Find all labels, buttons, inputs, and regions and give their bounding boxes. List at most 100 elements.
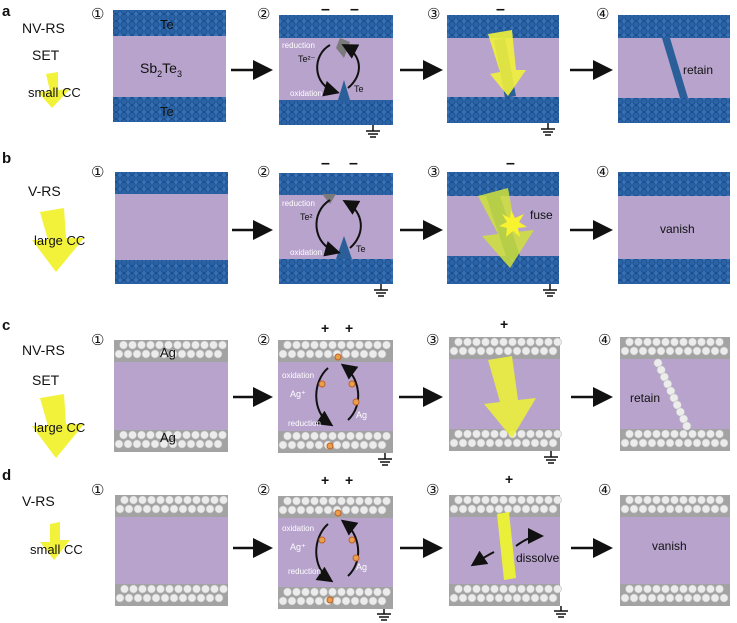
fuse-spark — [499, 210, 527, 237]
step-number-4: ④ — [598, 332, 611, 349]
charge-sign: + — [500, 316, 508, 332]
ground-symbol — [543, 284, 557, 297]
side-label-1: NV-RS — [22, 20, 65, 36]
ground-symbol — [378, 453, 392, 466]
side-label-1: NV-RS — [22, 342, 65, 358]
ag-top-electrode — [449, 495, 562, 517]
ag-top-electrode — [115, 495, 228, 517]
panel-c1: Ag Ag — [114, 340, 228, 452]
oxidation-label: oxidation — [290, 89, 322, 98]
ag-bottom-electrode — [278, 431, 393, 453]
ground-symbol — [374, 284, 388, 297]
yellow-current-arrow — [38, 72, 70, 108]
row-letter: b — [2, 150, 11, 167]
ground-symbol — [366, 125, 380, 138]
final-state-label: retain — [683, 63, 713, 77]
ag-bottom-electrode — [115, 584, 228, 606]
ag-top-electrode — [620, 495, 730, 517]
ground-symbol — [554, 606, 568, 618]
charge-sign: + — [345, 472, 353, 488]
bottom-electrode-label: Ag — [160, 430, 176, 445]
ground-symbol — [541, 123, 555, 136]
step-number-2: ② — [257, 6, 270, 23]
step-number-2: ② — [257, 332, 270, 349]
side-label-2: SET — [32, 372, 60, 388]
reaction-arrow-left — [315, 367, 334, 427]
reduction-label: reduction — [282, 199, 315, 208]
atom-label: Te — [354, 84, 364, 94]
top-electrode-label: Te — [160, 17, 174, 32]
fuse-label: fuse — [530, 208, 553, 222]
reaction-arrow-left — [315, 199, 341, 257]
dissolve-arrow-left — [470, 550, 495, 567]
panel-c3 — [449, 337, 562, 451]
depletion-region — [322, 194, 336, 204]
ion-dot — [326, 596, 334, 604]
oxidation-label: oxidation — [282, 524, 314, 533]
final-state-label: retain — [630, 391, 660, 405]
panel-b1 — [115, 172, 228, 284]
ag-bottom-electrode — [449, 429, 562, 451]
step-number-3: ③ — [427, 164, 440, 181]
charge-sign: – — [349, 155, 358, 172]
yellow-current-bar — [497, 512, 516, 580]
panel-c4: retain — [620, 337, 730, 451]
charge-sign: – — [506, 155, 515, 172]
reduction-label: reduction — [288, 567, 321, 576]
step-number-3: ③ — [427, 6, 440, 23]
yellow-current-arrow — [32, 394, 84, 458]
panel-b4: vanish — [618, 172, 730, 284]
filament-seed — [338, 80, 350, 100]
yellow-current-arrow — [478, 188, 534, 268]
charge-sign: – — [496, 1, 505, 18]
cc-label: small CC — [28, 85, 81, 100]
ion-dot — [334, 509, 342, 517]
charge-sign: – — [350, 1, 359, 18]
reaction-arrow-right — [341, 44, 360, 89]
step-number-4: ④ — [598, 482, 611, 499]
oxidation-label: oxidation — [290, 248, 322, 257]
te-text: Te — [162, 60, 177, 76]
side-label-1: V-RS — [28, 183, 61, 199]
ion-label: Ag⁺ — [290, 542, 306, 552]
sub-3: 3 — [177, 69, 182, 79]
panel-d1 — [115, 495, 228, 606]
ion-dot — [348, 536, 356, 544]
retained-filament — [662, 38, 688, 98]
final-state-label: vanish — [660, 222, 695, 236]
charge-sign: + — [321, 320, 329, 336]
dissolve-label: dissolve — [516, 551, 560, 565]
panel-a3 — [447, 15, 559, 123]
ag-top-electrode — [278, 496, 393, 518]
yellow-current-arrow — [484, 356, 536, 438]
step-number-1: ① — [91, 164, 104, 181]
row-d: d V-RS small CC ① oxidation Ag⁺ reductio… — [2, 467, 730, 621]
row-letter: d — [2, 467, 11, 484]
step-number-1: ① — [91, 482, 104, 499]
ag-bottom-electrode — [620, 429, 730, 451]
ion-label: Te²⁻ — [298, 54, 316, 64]
atom-label: Ag — [356, 562, 367, 572]
ion-label: Ag⁺ — [290, 389, 306, 399]
reaction-arrow-right — [342, 200, 362, 249]
ion-dot — [326, 442, 334, 450]
charge-sign: + — [505, 471, 513, 487]
panel-a4: retain — [618, 15, 730, 123]
charge-sign: – — [321, 1, 330, 18]
panel-c2: oxidation Ag⁺ reduction Ag — [278, 340, 393, 453]
ag-bottom-electrode — [620, 584, 730, 606]
step-number-3: ③ — [426, 482, 439, 499]
row-b: b V-RS large CC ① reduction Te² oxidatio… — [2, 150, 730, 297]
step-number-2: ② — [257, 164, 270, 181]
ag-top-electrode — [449, 337, 562, 359]
ag-bottom-electrode — [114, 430, 228, 452]
step-number-1: ① — [91, 332, 104, 349]
ag-bottom-electrode — [449, 584, 562, 606]
final-state-label: vanish — [652, 539, 687, 553]
ion-label: Te² — [300, 212, 313, 222]
atom-label: Te — [356, 244, 366, 254]
ag-top-electrode — [620, 337, 730, 359]
panel-b3: fuse — [447, 172, 559, 284]
charge-sign: – — [321, 155, 330, 172]
